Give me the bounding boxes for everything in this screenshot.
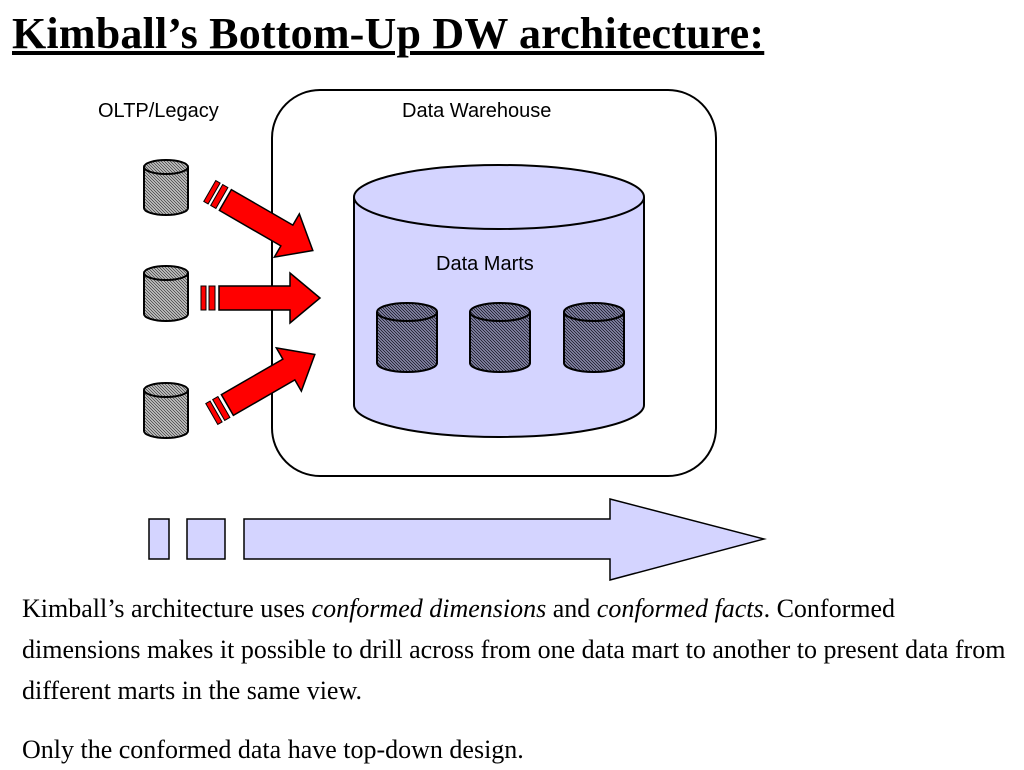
red-arrow-icon [205, 346, 316, 426]
source-database-cylinder-icon [143, 159, 189, 216]
conclusion-paragraph: Only the conformed data have top-down de… [22, 735, 524, 764]
source-database-cylinder-icon [143, 265, 189, 322]
conformed-dimensions-term: conformed dimensions [311, 594, 547, 623]
data-warehouse-label: Data Warehouse [402, 100, 551, 122]
red-arrow-icon [203, 179, 314, 259]
description-text: . Conformed dimensions makes it possible… [22, 594, 1006, 705]
conformed-facts-term: conformed facts [596, 594, 764, 623]
data-mart-cylinder-icon [376, 302, 438, 373]
red-arrow-icon [200, 271, 322, 325]
data-marts-cylinder-icon [353, 164, 645, 438]
data-mart-cylinder-icon [469, 302, 531, 373]
source-database-cylinder-icon [143, 382, 189, 439]
description-paragraph: Kimball’s architecture uses conformed di… [22, 588, 1017, 711]
progress-arrow-icon [148, 498, 767, 581]
slide-title: Kimball’s Bottom-Up DW architecture: [12, 9, 765, 58]
architecture-diagram: OLTP/Legacy Data Warehouse Data Marts [98, 89, 767, 581]
data-mart-cylinder-icon [563, 302, 625, 373]
description-text: and [546, 594, 597, 623]
data-marts-label: Data Marts [436, 253, 534, 275]
description-text: Kimball’s architecture uses [22, 594, 312, 623]
oltp-legacy-label: OLTP/Legacy [98, 100, 219, 122]
